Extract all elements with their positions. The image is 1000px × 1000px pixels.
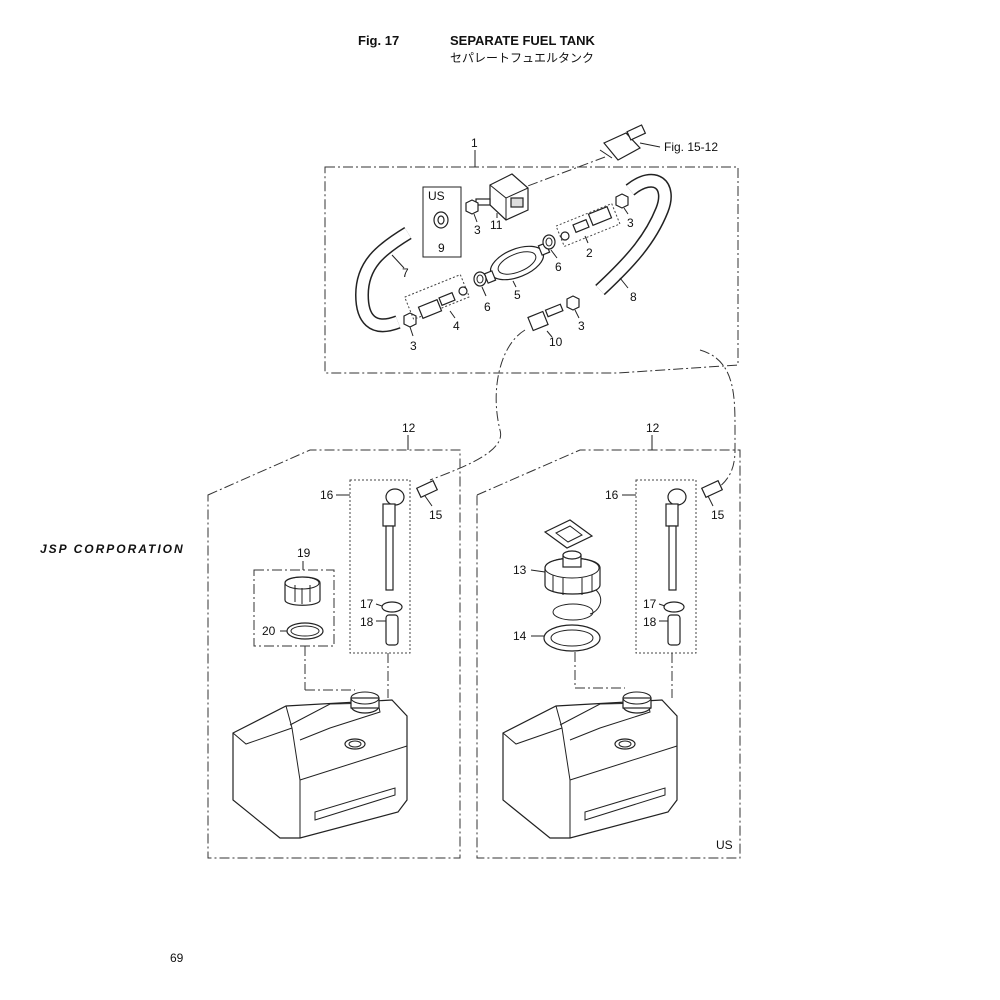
part-18-filter-right [667,614,681,646]
callout-18-a: 18 [360,615,374,629]
part-16-fuel-pickup-right [665,488,687,591]
callout-11: 11 [490,218,503,232]
reference-label: Fig. 15-12 [664,140,718,154]
part-10-fitting [527,303,564,332]
callout-8: 8 [630,290,637,304]
part-19-cap [284,576,321,606]
fuel-hose-assembly-outline [324,166,739,374]
callout-12-b: 12 [646,421,660,435]
callout-17-b: 17 [643,597,657,611]
left-tank-assembly-outline [207,449,461,859]
part-14-gasket [543,624,601,652]
watermark: JSP CORPORATION [40,542,185,556]
callout-15-b: 15 [711,508,725,522]
callout-3-a: 3 [474,223,481,237]
part-16-fuel-pickup-left [382,488,405,591]
left-pickup-box [349,479,411,654]
part-17-oring-right [663,601,685,613]
callout-5: 5 [514,288,521,302]
figure-number: Fig. 17 [358,33,400,48]
part-3-nut-a [465,199,479,215]
part-3-nut-b [403,312,417,328]
callout-10: 10 [549,335,563,349]
callout-6-a: 6 [484,300,491,314]
part-20-gasket [286,622,324,640]
us-tag-kit: US [428,189,445,203]
callout-15-a: 15 [429,508,443,522]
callout-3-d: 3 [578,319,585,333]
part-13-fuel-cap [544,550,601,595]
us-tag-tank: US [716,838,733,852]
part-17-oring-left [381,601,403,613]
part-2-fitting [560,205,613,241]
callout-20: 20 [262,624,276,638]
callout-12-a: 12 [402,421,416,435]
callout-18-b: 18 [643,615,657,629]
label-sheet [543,519,594,549]
cap-oring [552,603,594,621]
callout-1: 1 [471,136,478,150]
callout-16-a: 16 [320,488,334,502]
left-cap-box [253,569,335,647]
callout-17-a: 17 [360,597,374,611]
fuel-tank-right [502,691,678,839]
right-tank-assembly-outline [476,449,741,859]
callout-7: 7 [402,266,409,280]
part-3-nut-c [615,193,629,209]
callout-4: 4 [453,319,460,333]
part-3-nut-d [566,295,580,311]
part-4-fitting [417,286,468,320]
part-11-connector [475,173,529,221]
fuel-tank-left [232,691,408,839]
right-pickup-box [635,479,697,654]
engine-connector [599,124,647,161]
callout-16-b: 16 [605,488,619,502]
page-number: 69 [170,951,184,965]
part-6-ring-a [473,271,487,287]
part-15-elbow-right [700,479,724,499]
callout-3-c: 3 [627,216,634,230]
part-5-primer-bulb [483,242,551,284]
part-15-elbow-left [415,479,439,499]
callout-14: 14 [513,629,527,643]
callout-3-b: 3 [410,339,417,353]
part-18-filter-left [385,614,399,646]
callout-9: 9 [438,241,445,255]
part-6-ring-b [542,234,556,250]
page-title: SEPARATE FUEL TANK [450,33,595,48]
callout-19: 19 [297,546,311,560]
callout-2: 2 [586,246,593,260]
page-title-japanese: セパレートフュエルタンク [450,51,595,65]
callout-6-b: 6 [555,260,562,274]
callout-13: 13 [513,563,527,577]
us-option-box [422,186,462,258]
